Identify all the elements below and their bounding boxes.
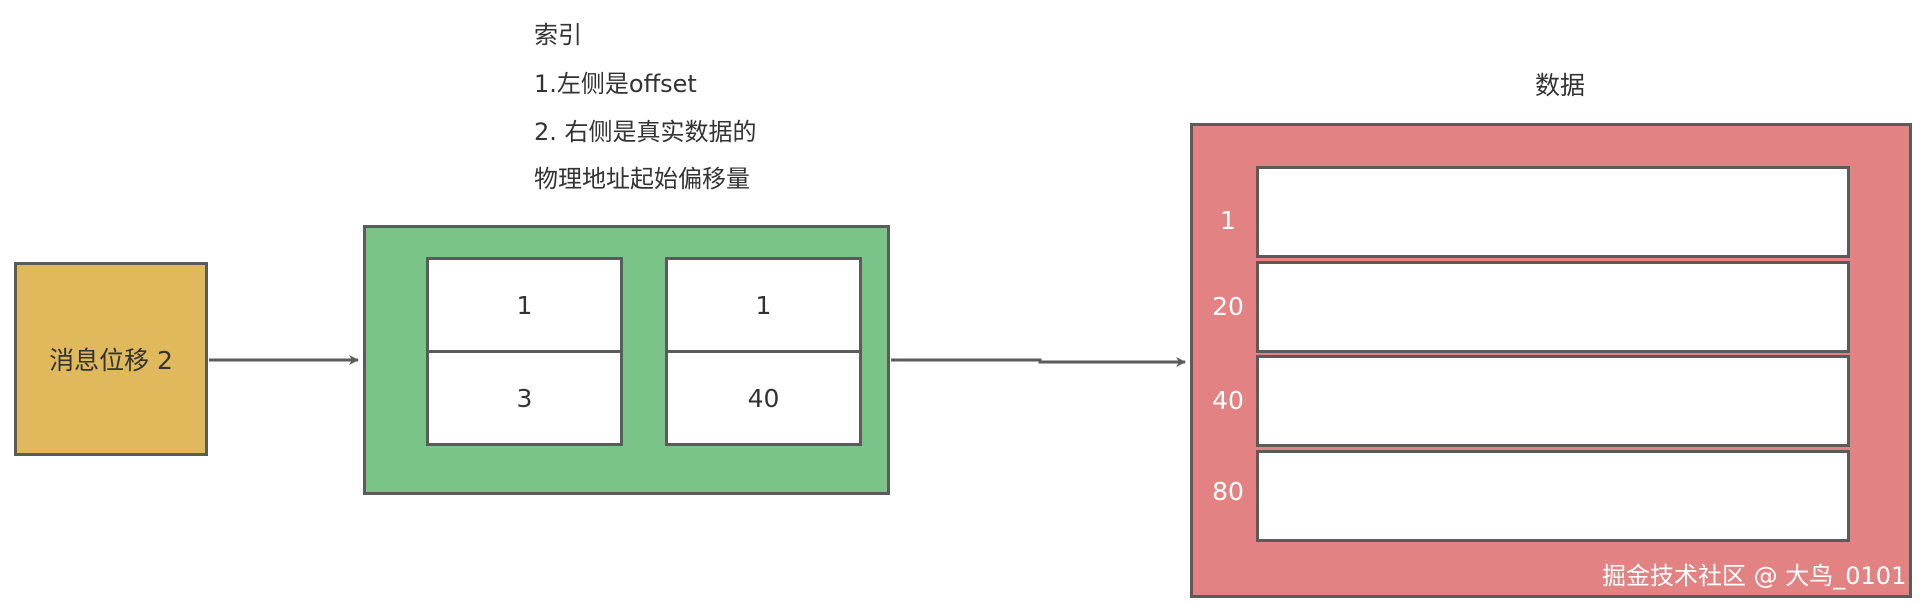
message-offset-box: 消息位移 2 [14, 262, 208, 456]
index-position-cell-1: 1 [665, 257, 862, 353]
index-note-line-2: 2. 右侧是真实数据的 [534, 118, 757, 146]
data-row-offset: 20 [1212, 292, 1244, 321]
index-note-line-3: 物理地址起始偏移量 [534, 165, 750, 193]
index-offset-value: 3 [516, 383, 533, 413]
data-row [1256, 166, 1850, 258]
index-offset-cell-2: 3 [426, 350, 623, 446]
data-title: 数据 [1534, 71, 1585, 100]
index-position-value: 1 [755, 290, 772, 320]
data-row [1256, 450, 1850, 542]
arrow-index-to-data [891, 357, 1186, 367]
index-offset-value: 1 [516, 290, 533, 320]
data-row-offset: 1 [1220, 206, 1236, 235]
index-note-line-1: 1.左侧是offset [534, 70, 697, 98]
data-row-offset: 40 [1212, 386, 1244, 415]
data-row-offset: 80 [1212, 477, 1244, 506]
watermark: 掘金技术社区 @ 大鸟_0101 [1602, 562, 1907, 590]
data-row [1256, 261, 1850, 353]
index-position-cell-2: 40 [665, 350, 862, 446]
message-offset-label: 消息位移 2 [49, 346, 173, 375]
index-note-title: 索引 [534, 21, 582, 49]
index-offset-cell-1: 1 [426, 257, 623, 353]
index-position-value: 40 [747, 383, 780, 413]
data-row [1256, 355, 1850, 447]
